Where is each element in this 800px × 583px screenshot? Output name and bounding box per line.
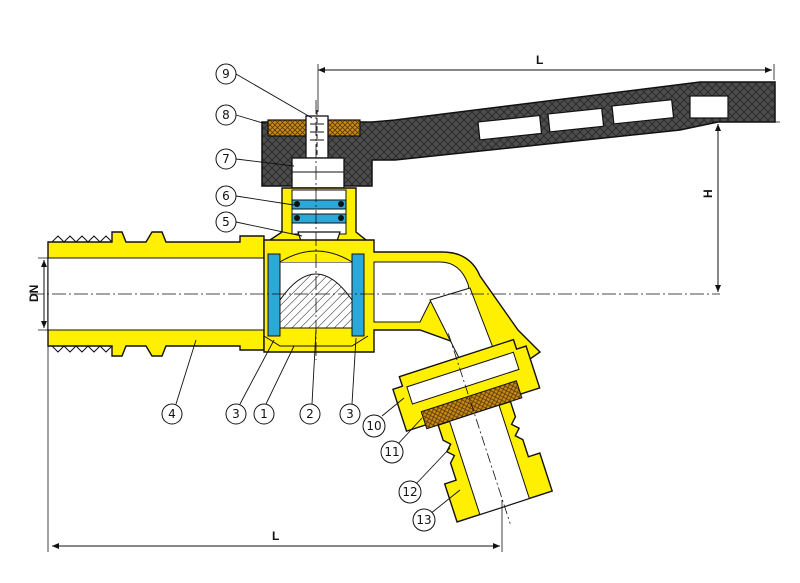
callout-2: 2 bbox=[299, 403, 321, 425]
dim-height: H bbox=[701, 189, 715, 198]
ball-seat-right bbox=[351, 253, 365, 337]
svg-text:7: 7 bbox=[222, 152, 230, 166]
svg-text:3: 3 bbox=[232, 407, 240, 421]
svg-text:1: 1 bbox=[260, 407, 268, 421]
stem-nut bbox=[291, 157, 345, 189]
svg-text:9: 9 bbox=[222, 67, 230, 81]
svg-text:3: 3 bbox=[346, 407, 354, 421]
callout-9: 9 bbox=[215, 63, 237, 85]
svg-text:13: 13 bbox=[416, 513, 431, 527]
callout-13: 13 bbox=[412, 508, 436, 532]
handle-screw bbox=[305, 110, 329, 165]
callout-4: 4 bbox=[161, 403, 183, 425]
callout-10: 10 bbox=[362, 414, 386, 438]
svg-text:5: 5 bbox=[222, 215, 230, 229]
callout-5: 5 bbox=[215, 211, 237, 233]
handle-lever bbox=[261, 81, 776, 187]
callout-6: 6 bbox=[215, 185, 237, 207]
callout-3-right: 3 bbox=[339, 403, 361, 425]
svg-text:10: 10 bbox=[366, 419, 381, 433]
callout-7: 7 bbox=[215, 148, 237, 170]
o-ring-lower bbox=[291, 213, 347, 224]
svg-text:4: 4 bbox=[168, 407, 176, 421]
dim-bottom-length: L bbox=[272, 529, 279, 543]
callout-11: 11 bbox=[380, 440, 404, 464]
callout-8: 8 bbox=[215, 104, 237, 126]
o-ring-upper bbox=[291, 199, 347, 210]
svg-text:11: 11 bbox=[384, 445, 399, 459]
ball-seat-left bbox=[267, 253, 281, 337]
svg-text:8: 8 bbox=[222, 108, 230, 122]
dim-top-length: L bbox=[536, 53, 543, 67]
svg-text:2: 2 bbox=[306, 407, 314, 421]
callout-3-left: 3 bbox=[225, 403, 247, 425]
callout-1: 1 bbox=[253, 403, 275, 425]
callout-12: 12 bbox=[398, 480, 422, 504]
dim-diameter: DN bbox=[27, 285, 41, 302]
svg-text:6: 6 bbox=[222, 189, 230, 203]
svg-text:12: 12 bbox=[402, 485, 417, 499]
